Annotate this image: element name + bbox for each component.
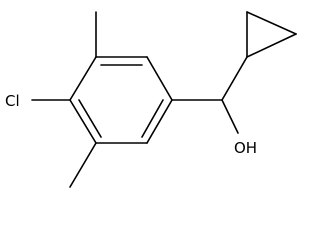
ring-bond-c1-c2 (146, 56, 173, 101)
methyl-bond-bottom (69, 142, 97, 188)
structure-diagram: Cl OH (5, 11, 297, 188)
cyclopropyl-ring (246, 11, 297, 58)
ring-bond-c6-c1 (146, 99, 173, 144)
carbinol-to-cyclopropyl-bond (221, 56, 248, 101)
cyclopropyl-bond-2 (246, 11, 297, 35)
benzene-ring (69, 56, 173, 144)
ring-double-bond-inner-c6-c1 (141, 99, 164, 138)
carbinol-to-hydroxyl-bond (221, 99, 239, 134)
hydroxyl-atom-label: OH (234, 139, 257, 157)
ring-double-bond-inner-c4-c5 (78, 99, 102, 138)
cyclopropyl-bond-3 (246, 33, 297, 58)
chlorine-atom-label: Cl (5, 92, 20, 110)
ring-bond-c3-c4 (69, 56, 97, 101)
ring-bond-c4-c5 (69, 99, 97, 144)
molecule-svg: Cl OH (5, 11, 297, 188)
